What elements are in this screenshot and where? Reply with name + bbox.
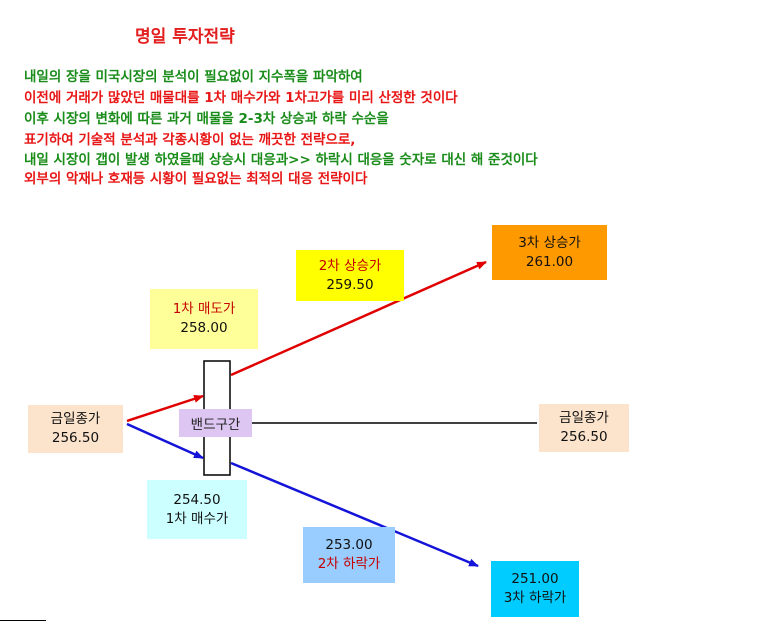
paragraph-line-3: 이후 시장의 변화에 따른 과거 매물을 2-3차 상승과 하락 수순을 — [24, 111, 389, 127]
up3-label: 3차 상승가 — [518, 234, 581, 251]
buy1-value: 254.50 — [173, 491, 221, 508]
up-arrow-short — [126, 394, 204, 423]
today-close-left-label: 금일종가 — [50, 411, 101, 427]
down-arrow-short — [126, 422, 204, 460]
down3-box: 251.00 3차 하락가 — [491, 561, 579, 617]
down2-value: 253.00 — [325, 537, 373, 553]
up3-box: 3차 상승가 261.00 — [492, 225, 607, 280]
corner-divider — [0, 620, 46, 621]
buy1-box: 254.50 1차 매수가 — [147, 480, 247, 539]
down3-value: 251.00 — [511, 571, 559, 587]
sell1-value: 258.00 — [180, 320, 228, 336]
paragraph-line-2: 이전에 거래가 많았던 매물대를 1차 매수가와 1차고가를 미리 산정한 것이… — [24, 90, 458, 106]
today-close-right-label: 금일종가 — [559, 410, 609, 426]
paragraph-line-4: 표기하여 기술적 분석과 각종시황이 없는 깨끗한 전략으로, — [24, 132, 356, 148]
band-zone-label: 밴드구간 — [179, 409, 252, 437]
up2-value: 259.50 — [326, 276, 374, 293]
paragraph-line-5: 내일 시장이 갭이 발생 하였을때 상승시 대응과>> 하락시 대응을 숫자로 … — [24, 152, 538, 168]
down-arrow-long — [230, 461, 479, 568]
paragraph-line-1: 내일의 장을 미국시장의 분석이 필요없이 지수폭을 파악하여 — [24, 69, 363, 85]
down2-label: 2차 하락가 — [317, 556, 381, 572]
down3-label: 3차 하락가 — [503, 590, 567, 606]
sell1-box: 1차 매도가 258.00 — [150, 289, 258, 349]
buy1-label: 1차 매수가 — [165, 510, 229, 527]
up3-value: 261.00 — [525, 253, 574, 270]
today-close-right-box: 금일종가 256.50 — [539, 404, 629, 452]
today-close-right-value: 256.50 — [560, 429, 608, 445]
sell1-label: 1차 매도가 — [172, 301, 236, 317]
up-arrow-long — [230, 260, 487, 377]
up2-box: 2차 상승가 259.50 — [296, 250, 404, 301]
today-close-left-box: 금일종가 256.50 — [28, 405, 123, 453]
down2-box: 253.00 2차 하락가 — [303, 527, 395, 583]
strategy-title: 명일 투자전략 — [135, 27, 235, 47]
up2-label: 2차 상승가 — [318, 257, 382, 274]
paragraph-line-6: 외부의 악재나 호재등 시황이 필요없는 최적의 대응 전략이다 — [24, 171, 368, 187]
today-close-left-value: 256.50 — [51, 430, 100, 446]
